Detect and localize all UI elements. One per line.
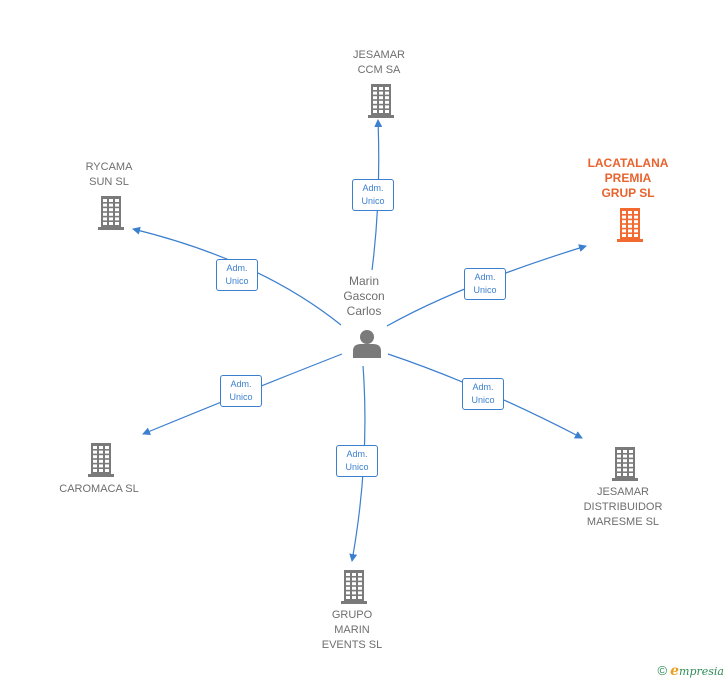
edge-label-grupo-marin[interactable]: Adm. Unico: [336, 445, 378, 477]
edge-label-rycama[interactable]: Adm. Unico: [216, 259, 258, 291]
building-icon: [98, 196, 124, 230]
edge-label-line: Unico: [229, 392, 253, 402]
copyright-icon: ©: [657, 663, 668, 678]
icons-layer: [88, 84, 643, 604]
building-icon: [612, 447, 638, 481]
building-icon: [617, 208, 643, 242]
company-name-line: MARESME SL: [586, 516, 660, 528]
edge-label-line: Unico: [471, 395, 495, 405]
company-name-line: CCM SA: [357, 64, 401, 76]
company-name-line: SUN SL: [89, 176, 129, 188]
company-label-jesamar-ccm[interactable]: JESAMAR CCM SA: [353, 48, 405, 78]
company-name-line: RYCAMA: [85, 161, 133, 173]
building-icon: [368, 84, 394, 118]
footer-brand[interactable]: ©empresia: [658, 663, 724, 679]
brand-logo-initial: e: [670, 663, 680, 679]
building-icon: [341, 570, 367, 604]
edge-label-jesamar-distribuidor[interactable]: Adm. Unico: [462, 378, 504, 410]
edge-label-line: Adm.: [230, 379, 252, 389]
building-icon: [88, 443, 114, 477]
company-name-line: MARIN: [334, 624, 370, 636]
edge-label-lacatalana[interactable]: Adm. Unico: [464, 268, 506, 300]
edge-label-line: Adm.: [226, 263, 248, 273]
company-label-grupo-marin[interactable]: GRUPO MARIN EVENTS SL: [322, 608, 383, 653]
edge-label-line: Adm.: [346, 449, 368, 459]
brand-logo-text: mpresia: [679, 665, 724, 678]
company-label-jesamar-distribuidor[interactable]: JESAMAR DISTRIBUIDOR MARESME SL: [584, 485, 663, 530]
company-name-line: CAROMACA SL: [59, 483, 139, 495]
person-name-line: Carlos: [346, 304, 382, 318]
company-name-line: LACATALANA: [587, 156, 669, 170]
edge-label-line: Unico: [225, 276, 249, 286]
person-name-line: Gascon: [343, 289, 385, 303]
company-name-line: PREMIA: [604, 171, 652, 185]
company-name-line: EVENTS SL: [321, 639, 383, 651]
edge-label-line: Unico: [473, 285, 497, 295]
company-label-rycama[interactable]: RYCAMA SUN SL: [86, 160, 133, 190]
company-label-caromaca[interactable]: CAROMACA SL: [59, 482, 138, 497]
edge-label-line: Unico: [345, 462, 369, 472]
company-name-line: GRUPO: [331, 609, 373, 621]
company-name-line: DISTRIBUIDOR: [583, 501, 663, 513]
person-icon: [353, 330, 381, 358]
edge-label-line: Adm.: [472, 382, 494, 392]
edge-label-line: Adm.: [362, 183, 384, 193]
person-name-line: Marin: [348, 274, 380, 288]
edge-label-caromaca[interactable]: Adm. Unico: [220, 375, 262, 407]
company-name-line: JESAMAR: [353, 49, 405, 61]
edge-label-jesamar-ccm[interactable]: Adm. Unico: [352, 179, 394, 211]
edge-label-line: Unico: [361, 196, 385, 206]
company-name-line: JESAMAR: [597, 486, 649, 498]
edge-label-line: Adm.: [474, 272, 496, 282]
company-name-line: GRUP SL: [601, 186, 655, 200]
